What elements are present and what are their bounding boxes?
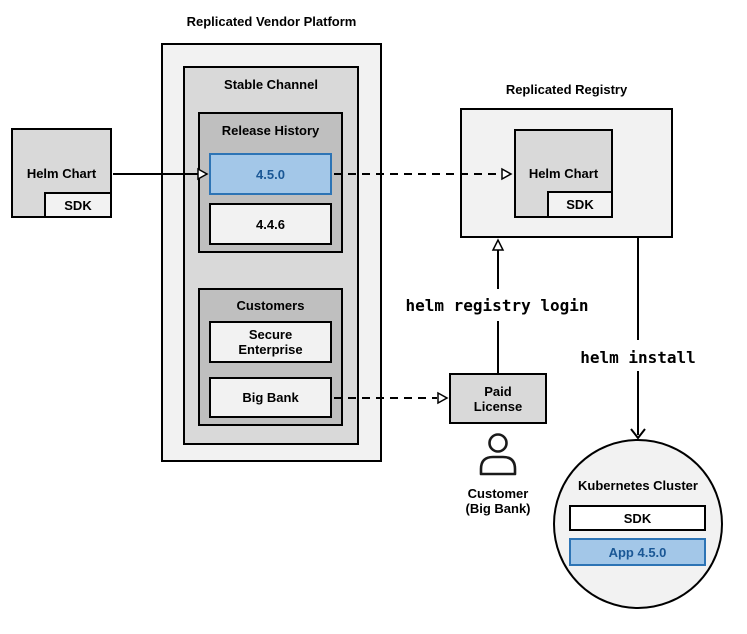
customer-secure-enterprise: Secure Enterprise bbox=[209, 321, 332, 363]
cluster-app-label: App 4.5.0 bbox=[608, 544, 667, 560]
registry-helm-chart-label: Helm Chart bbox=[528, 166, 599, 181]
customer-caption-line1: Customer bbox=[467, 486, 529, 501]
customer-big-bank-label: Big Bank bbox=[242, 390, 299, 405]
command-helm-install: helm install bbox=[580, 348, 696, 367]
customer-secure-enterprise-label: Secure Enterprise bbox=[238, 327, 303, 357]
cluster-app-box: App 4.5.0 bbox=[569, 538, 706, 566]
customer-caption-line2: (Big Bank) bbox=[465, 501, 531, 516]
cluster-sdk-label: SDK bbox=[623, 510, 652, 526]
release-4-4-6: 4.4.6 bbox=[209, 203, 332, 245]
command-registry-login: helm registry login bbox=[405, 296, 589, 315]
customers-title: Customers bbox=[236, 298, 305, 313]
stable-channel-title: Stable Channel bbox=[224, 77, 318, 92]
release-4-5-0: 4.5.0 bbox=[209, 153, 332, 195]
cluster-sdk-box: SDK bbox=[569, 505, 706, 531]
release-4-4-6-label: 4.4.6 bbox=[256, 216, 285, 232]
customer-big-bank: Big Bank bbox=[209, 377, 332, 418]
person-icon bbox=[479, 433, 517, 476]
source-sdk-label: SDK bbox=[64, 197, 92, 213]
registry-sdk-label: SDK bbox=[566, 197, 594, 212]
vendor-platform-title: Replicated Vendor Platform bbox=[186, 14, 357, 29]
paid-license-label: Paid License bbox=[473, 383, 523, 414]
kubernetes-cluster-title: Kubernetes Cluster bbox=[578, 478, 698, 493]
paid-license-box: Paid License bbox=[449, 373, 547, 424]
source-sdk-box: SDK bbox=[44, 192, 112, 218]
release-4-5-0-label: 4.5.0 bbox=[256, 166, 285, 182]
release-history-title: Release History bbox=[221, 123, 320, 138]
arrow-registry-to-cluster bbox=[630, 238, 646, 440]
registry-title: Replicated Registry bbox=[505, 82, 628, 97]
registry-sdk-box: SDK bbox=[547, 191, 613, 218]
customer-caption: Customer (Big Bank) bbox=[448, 486, 548, 516]
source-helm-chart-label: Helm Chart bbox=[26, 165, 97, 181]
